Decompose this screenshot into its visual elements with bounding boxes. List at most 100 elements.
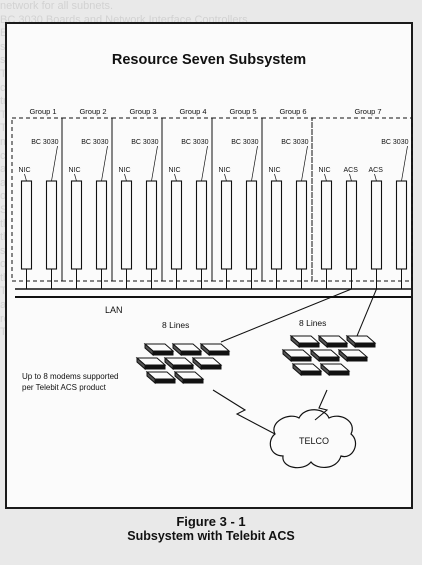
- modem-side: [144, 342, 154, 357]
- telco-cloud: [269, 409, 356, 469]
- board-label: NIC: [219, 167, 231, 174]
- group-box: [261, 117, 313, 282]
- modem-bank-label: 8 Lines: [299, 318, 326, 328]
- board-card: [395, 180, 408, 270]
- modem-icon: [143, 342, 175, 357]
- modem-icon: [291, 362, 323, 377]
- board-label-leader: [24, 173, 27, 182]
- modem-front: [326, 342, 348, 348]
- board-label: BC 3030: [231, 139, 258, 146]
- group-label: Group 6: [279, 107, 306, 116]
- board-card: [345, 180, 358, 270]
- modem-front: [290, 356, 312, 362]
- board-card: [295, 180, 308, 270]
- modem-front: [208, 350, 230, 356]
- modem-icon: [281, 348, 313, 363]
- board-card: [120, 180, 133, 270]
- board-label-leader: [224, 173, 227, 182]
- background-text-line: network for all subnets.: [0, 0, 114, 12]
- modem-front: [152, 350, 174, 356]
- figure-caption-title: Figure 3 - 1: [176, 514, 246, 529]
- modem-side: [146, 370, 156, 385]
- modem-side: [136, 356, 146, 371]
- board-label-leader: [349, 173, 352, 182]
- board-card: [70, 180, 83, 270]
- board-card: [45, 180, 58, 270]
- modem-side: [200, 342, 210, 357]
- modem-icon: [337, 348, 369, 363]
- board-label-leader: [274, 173, 277, 182]
- modem-side: [282, 348, 292, 363]
- modem-side: [292, 362, 302, 377]
- modem-icon: [317, 334, 349, 349]
- modem-icon: [173, 370, 205, 385]
- board-label: BC 3030: [81, 139, 108, 146]
- acs-to-bank-wire: [356, 288, 377, 337]
- board-card: [95, 180, 108, 270]
- board-label: BC 3030: [181, 139, 208, 146]
- telco-label: TELCO: [299, 436, 329, 446]
- board-label: ACS: [369, 167, 384, 174]
- modem-front: [144, 364, 166, 370]
- modem-icon: [289, 334, 321, 349]
- board-label: NIC: [19, 167, 31, 174]
- modem-front: [154, 378, 176, 384]
- board-card: [220, 180, 233, 270]
- modem-icon: [191, 356, 223, 371]
- group-label: Group 2: [79, 107, 106, 116]
- board-label: ACS: [344, 167, 359, 174]
- board-card: [320, 180, 333, 270]
- group-box: [11, 117, 63, 282]
- modem-front: [328, 370, 350, 376]
- group-label: Group 5: [229, 107, 256, 116]
- modem-side: [164, 356, 174, 371]
- modem-side: [172, 342, 182, 357]
- board-label-leader: [51, 145, 58, 182]
- group-box: [311, 117, 413, 282]
- modem-icon: [199, 342, 231, 357]
- diagram-title: Resource Seven Subsystem: [112, 52, 306, 68]
- modem-front: [346, 356, 368, 362]
- board-card: [20, 180, 33, 270]
- modem-side: [346, 334, 356, 349]
- modem-side: [192, 356, 202, 371]
- modem-side: [174, 370, 184, 385]
- board-label-leader: [124, 173, 127, 182]
- group-box: [161, 117, 213, 282]
- lightning-link-icon: [212, 389, 276, 435]
- board-label: BC 3030: [281, 139, 308, 146]
- modem-side: [290, 334, 300, 349]
- modem-front: [354, 342, 376, 348]
- modem-icon: [309, 348, 341, 363]
- modem-front: [182, 378, 204, 384]
- board-label-leader: [324, 173, 327, 182]
- modem-front: [300, 370, 322, 376]
- modem-icon: [345, 334, 377, 349]
- wires-layer: LAN: [15, 269, 411, 343]
- group-box: [211, 117, 263, 282]
- group-label: Group 7: [354, 107, 381, 116]
- modem-side: [338, 348, 348, 363]
- modem-support-note: Up to 8 modems supported: [22, 372, 119, 381]
- board-label: NIC: [69, 167, 81, 174]
- board-label-leader: [301, 145, 308, 182]
- board-label-leader: [201, 145, 208, 182]
- telco-layer: TELCO: [212, 389, 356, 469]
- modem-icon: [135, 356, 167, 371]
- lightning-link-icon: [314, 389, 329, 421]
- acs-to-bank-wire: [220, 288, 352, 343]
- board-card: [145, 180, 158, 270]
- modem-icon: [145, 370, 177, 385]
- board-label: NIC: [319, 167, 331, 174]
- board-label-leader: [374, 173, 377, 182]
- board-label: BC 3030: [131, 139, 158, 146]
- board-card: [170, 180, 183, 270]
- board-label: NIC: [269, 167, 281, 174]
- modem-side: [310, 348, 320, 363]
- modem-side: [320, 362, 330, 377]
- board-label-leader: [401, 145, 408, 182]
